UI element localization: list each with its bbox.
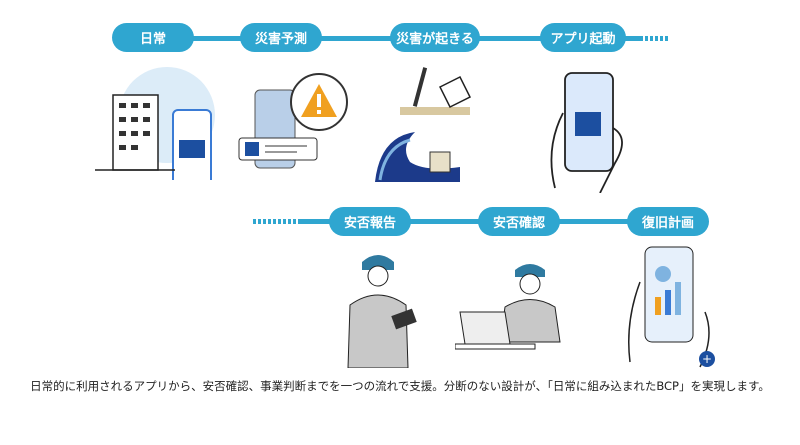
earthquake-tsunami-illustration [375,67,472,182]
building-phone-illustration [95,67,215,180]
warning-phone-illustration [238,73,348,169]
step-forecast: 災害予測 [240,23,322,52]
step-recovery-plan: 復旧計画 [627,207,709,236]
worker-reporting-illustration [347,255,417,368]
svg-text:+: + [702,352,712,366]
step-app-launch: アプリ起動 [540,23,626,52]
step-safety-report: 安否報告 [329,207,411,236]
step-disaster: 災害が起きる [390,23,480,52]
timeline-dots-2 [253,219,303,224]
timeline-dots-1 [640,36,668,41]
hand-phone-illustration [550,72,623,193]
tablet-chart-illustration: + [628,246,715,368]
step-daily: 日常 [112,23,194,52]
worker-laptop-illustration [455,264,561,350]
step-safety-check: 安否確認 [478,207,560,236]
caption-text: 日常的に利用されるアプリから、安否確認、事業判断までを一つの流れで支援。分断のな… [30,379,770,393]
